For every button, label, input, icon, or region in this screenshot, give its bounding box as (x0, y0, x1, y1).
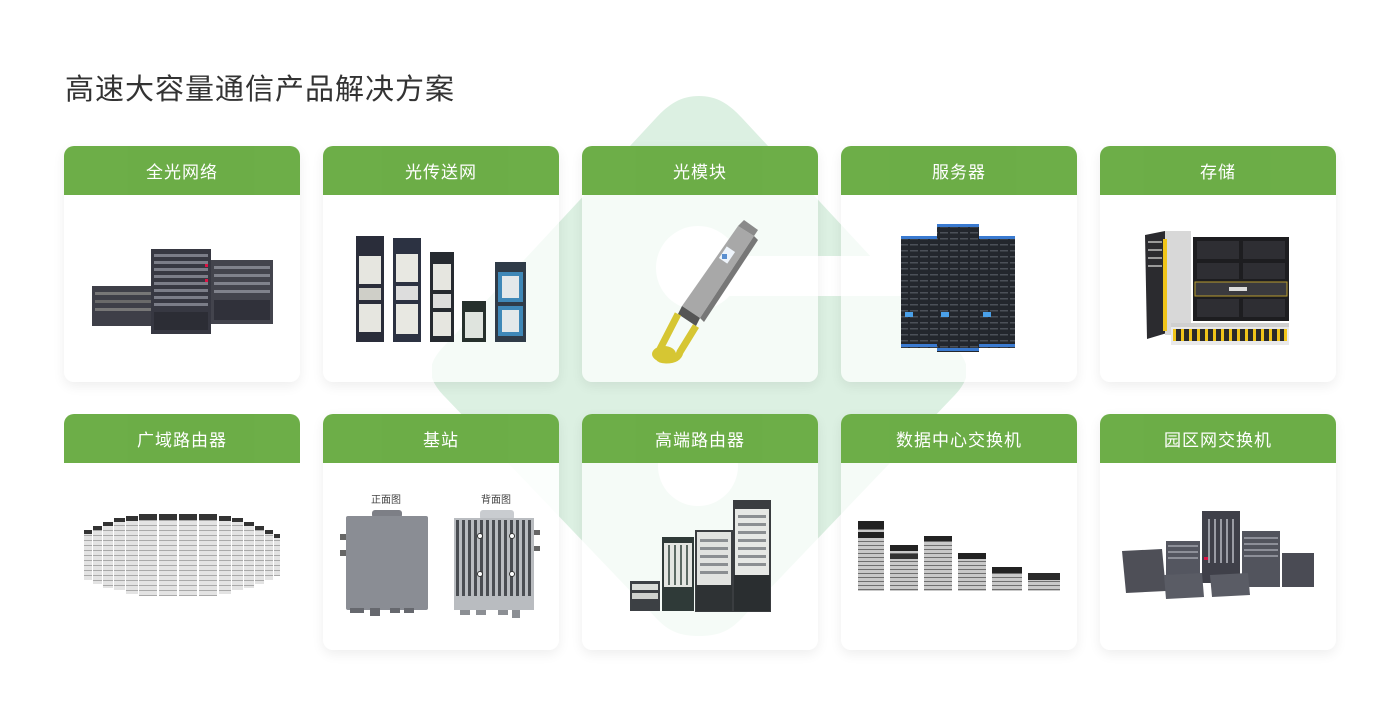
product-image (582, 195, 818, 382)
datacenter-switch-icon (858, 521, 1060, 591)
card-header: 光传送网 (323, 146, 559, 195)
card-header: 广域路由器 (64, 414, 300, 463)
product-card-high-end-router[interactable]: 高端路由器 (582, 414, 818, 650)
base-station-back-icon (454, 510, 540, 618)
storage-array-icon (1145, 230, 1289, 345)
product-image (323, 195, 559, 382)
product-image (841, 195, 1077, 382)
card-header: 存储 (1100, 146, 1336, 195)
router-chassis-lineup-icon (629, 500, 771, 612)
front-view-label: 正面图 (371, 495, 401, 506)
chassis-switch-icon (92, 248, 273, 334)
campus-switch-icon (1122, 511, 1314, 599)
product-image (841, 463, 1077, 650)
back-view-label: 背面图 (481, 495, 511, 506)
product-card-all-optical-network[interactable]: 全光网络 (64, 146, 300, 382)
back-view: 背面图 (450, 491, 542, 622)
card-header: 数据中心交换机 (841, 414, 1077, 463)
card-header: 园区网交换机 (1100, 414, 1336, 463)
card-header: 基站 (323, 414, 559, 463)
card-header: 光模块 (582, 146, 818, 195)
product-image: 正面图 背面图 (323, 463, 559, 650)
product-image (1100, 463, 1336, 650)
product-card-server[interactable]: 服务器 (841, 146, 1077, 382)
product-card-wan-router[interactable]: 广域路由器 (64, 414, 300, 650)
product-image (582, 463, 818, 650)
server-rack-icon (901, 223, 1015, 352)
product-grid: 全光网络 (64, 146, 1336, 650)
base-station-front-icon (340, 510, 428, 616)
front-view: 正面图 (340, 491, 432, 622)
otn-rack-icon (355, 235, 526, 342)
product-card-optical-module[interactable]: 光模块 (582, 146, 818, 382)
card-header: 全光网络 (64, 146, 300, 195)
product-image (64, 195, 300, 382)
card-header: 高端路由器 (582, 414, 818, 463)
optical-transceiver-icon (652, 219, 758, 363)
product-image (64, 463, 300, 650)
product-image (1100, 195, 1336, 382)
router-rack-arc-icon (84, 513, 280, 596)
product-card-datacenter-switch[interactable]: 数据中心交换机 (841, 414, 1077, 650)
product-card-campus-switch[interactable]: 园区网交换机 (1100, 414, 1336, 650)
page-title: 高速大容量通信产品解决方案 (65, 72, 456, 106)
product-card-base-station[interactable]: 基站 正面图 背面图 (323, 414, 559, 650)
product-card-otn[interactable]: 光传送网 (323, 146, 559, 382)
product-card-storage[interactable]: 存储 (1100, 146, 1336, 382)
card-header: 服务器 (841, 146, 1077, 195)
